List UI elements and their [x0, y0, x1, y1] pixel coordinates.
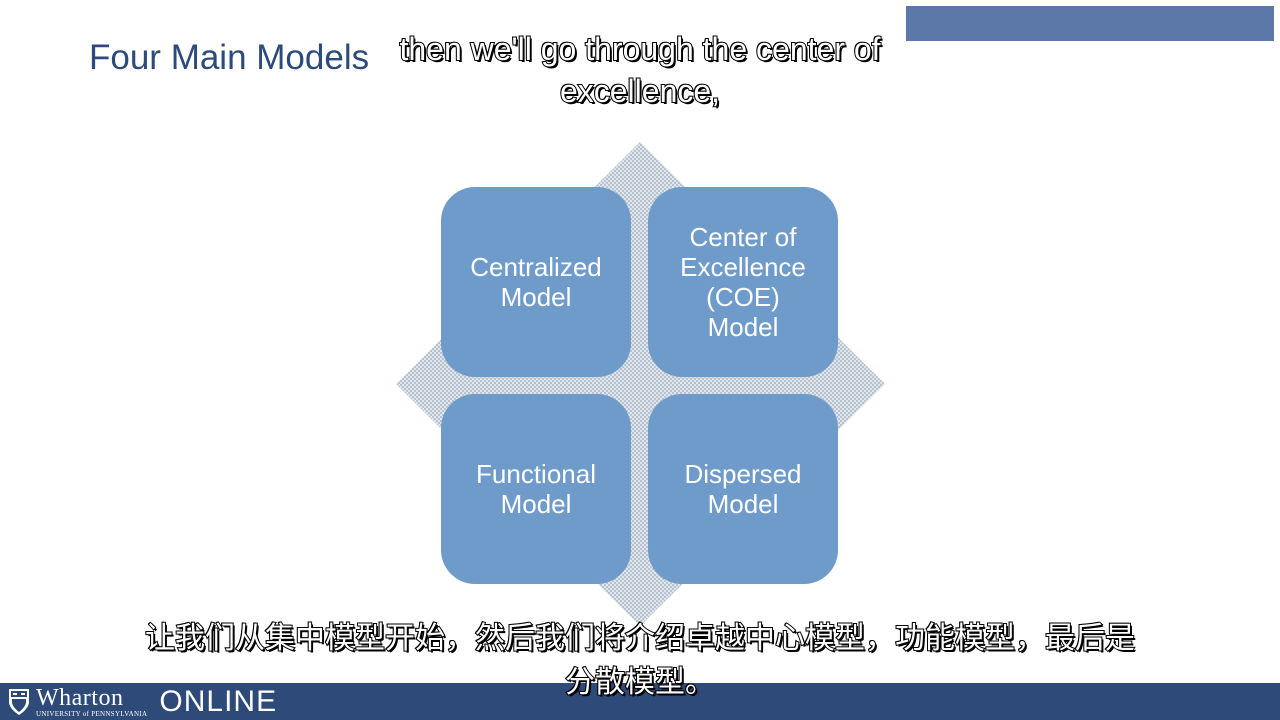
logo-word: Wharton [36, 684, 124, 711]
english-subtitle: then we'll go through the center of exce… [398, 30, 881, 110]
footer-bar: Wharton UNIVERSITY of PENNSYLVANIA ONLIN… [0, 683, 1280, 720]
dispersed-model-tile: Dispersed Model [648, 394, 838, 584]
wharton-online-logo: Wharton UNIVERSITY of PENNSYLVANIA ONLIN… [8, 684, 277, 719]
wharton-wordmark: Wharton UNIVERSITY of PENNSYLVANIA [36, 686, 147, 718]
center-of-excellence-model-tile: Center of Excellence (COE) Model [648, 187, 838, 377]
online-label: ONLINE [159, 684, 278, 718]
slide-title: Four Main Models [89, 38, 370, 77]
functional-model-tile: Functional Model [441, 394, 631, 584]
top-band [906, 6, 1274, 41]
shield-icon [9, 688, 29, 715]
logo-subtext: UNIVERSITY of PENNSYLVANIA [36, 709, 148, 718]
chinese-subtitle: 让我们从集中模型开始，然后我们将介绍卓越中心模型，功能模型，最后是分散模型。 [144, 620, 1136, 701]
centralized-model-tile: Centralized Model [441, 187, 631, 377]
